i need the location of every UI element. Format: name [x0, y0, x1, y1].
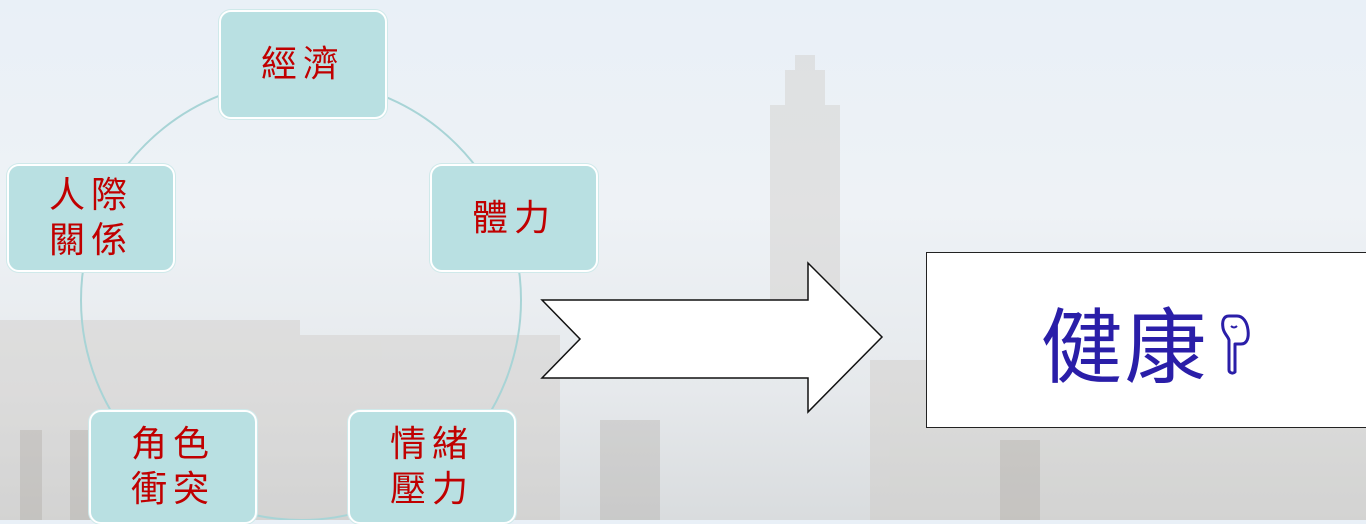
node-emotional-stress-label: 情緒 壓力: [389, 424, 474, 510]
node-economy: 經濟: [219, 10, 387, 119]
node-interpersonal: 人際 關係: [7, 164, 175, 272]
node-physical: 體力: [430, 164, 598, 272]
right-arrow-icon: [540, 261, 884, 414]
result-label: 健康: [1040, 300, 1209, 396]
result-box: 健康: [926, 252, 1366, 428]
node-role-conflict-label: 角色 衝突: [130, 424, 215, 510]
node-interpersonal-label: 人際 關係: [48, 175, 133, 261]
pointing-hand-icon: [1220, 314, 1250, 375]
node-physical-label: 體力: [471, 197, 556, 239]
node-role-conflict: 角色 衝突: [89, 410, 257, 524]
node-emotional-stress: 情緒 壓力: [348, 410, 516, 524]
node-economy-label: 經濟: [260, 44, 345, 85]
